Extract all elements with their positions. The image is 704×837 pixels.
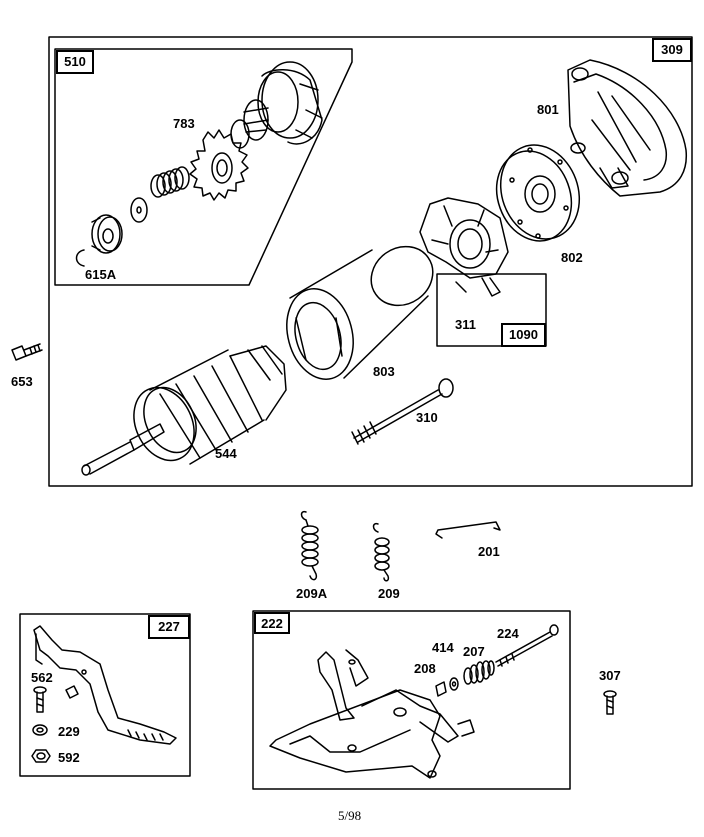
part-label-311: 311: [455, 317, 476, 332]
starter-group-frame: [48, 36, 693, 487]
spring-part: [150, 166, 190, 198]
part-label-310: 310: [416, 410, 438, 425]
washer-part: [130, 197, 148, 223]
part-label-592: 592: [58, 750, 80, 765]
brush-holder-part: [419, 197, 509, 297]
screw-562-part: [33, 686, 47, 713]
screw-307-part: [603, 690, 617, 715]
part-label-229: 229: [58, 724, 80, 739]
brush-plate-part: [495, 144, 581, 242]
part-label-208: 208: [414, 661, 436, 676]
spring-209a-part: [300, 510, 319, 581]
part-label-207: 207: [463, 644, 485, 659]
governor-lever-part: [33, 625, 177, 745]
governor-lever-group-frame: [19, 613, 191, 777]
part-label-307: 307: [599, 668, 621, 683]
part-label-201: 201: [478, 544, 500, 559]
revision-date: 5/98: [338, 808, 362, 823]
group-tag-309: 309: [652, 38, 692, 62]
link-201-part: [435, 521, 501, 539]
part-label-783: 783: [173, 116, 195, 131]
washer-229-part: [32, 724, 48, 736]
control-bracket-group-frame: [252, 610, 571, 790]
part-label-414: 414: [432, 640, 454, 655]
group-tag-222: 222: [254, 612, 290, 634]
retaining-ring-part: [75, 249, 85, 267]
part-label-653: 653: [11, 374, 33, 389]
stop-collar-part: [91, 214, 123, 254]
part-label-562: 562: [31, 670, 53, 685]
washer-414-part: [449, 677, 459, 691]
nut-592-part: [31, 749, 51, 763]
motor-frame-part: [286, 245, 434, 380]
part-label-615a: 615A: [85, 267, 117, 282]
part-label-209: 209: [378, 586, 400, 601]
drive-housing-part: [230, 61, 323, 149]
part-label-224: 224: [497, 626, 519, 641]
group-tag-510: 510: [56, 50, 94, 74]
bolt-224-part: [495, 624, 559, 667]
group-tag-1090: 1090: [501, 323, 546, 347]
part-label-209a: 209A: [296, 586, 328, 601]
part-label-801: 801: [537, 102, 559, 117]
group-tag-227: 227: [148, 615, 190, 639]
pinion-group-frame: [54, 48, 353, 286]
control-bracket-part: [269, 649, 475, 779]
armature-part: [81, 345, 287, 476]
spacer-208-part: [435, 681, 447, 697]
screw-653-part: [11, 343, 43, 361]
through-bolt-part: [351, 378, 454, 445]
end-cap-part: [567, 59, 688, 197]
spring-209-part: [372, 522, 390, 582]
part-label-803: 803: [373, 364, 395, 379]
pinion-gear-part: [189, 129, 249, 201]
spring-207-part: [463, 660, 495, 685]
part-label-802: 802: [561, 250, 583, 265]
part-label-544: 544: [215, 446, 237, 461]
